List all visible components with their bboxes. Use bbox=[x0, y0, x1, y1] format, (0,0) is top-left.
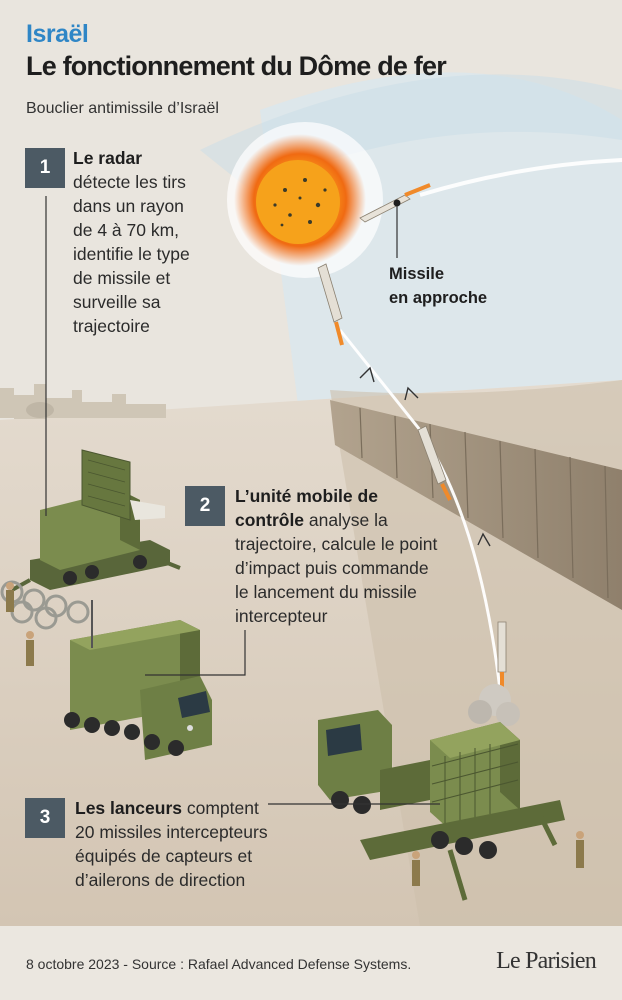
incoming-missile-label-line1: Missile bbox=[389, 265, 445, 283]
control-truck bbox=[64, 600, 212, 760]
interceptor-missile-upper bbox=[317, 263, 344, 346]
step-1-text: Le radar détecte les tirs dans un rayon … bbox=[73, 146, 203, 338]
trajectory-arrows bbox=[359, 366, 491, 547]
step-3-description: comptent 20 missiles intercepteurs équip… bbox=[75, 798, 268, 890]
incoming-missile-trail bbox=[419, 158, 622, 197]
step-3-title: Les lanceurs bbox=[75, 798, 182, 818]
le-parisien-logo[interactable]: Le Parisien bbox=[496, 948, 597, 974]
page-subtitle: Bouclier antimissile d’Israël bbox=[26, 100, 219, 117]
launcher-truck bbox=[318, 710, 565, 901]
interceptor-missile-launching bbox=[468, 621, 520, 726]
step-2-description: analyse la trajectoire, calcule le point… bbox=[235, 510, 438, 626]
footer bbox=[0, 926, 622, 1000]
interception-explosion bbox=[227, 122, 383, 278]
kicker: Israël bbox=[26, 20, 89, 48]
incoming-missile-label-line2: en approche bbox=[389, 289, 488, 307]
footer-date-source: 8 octobre 2023 - Source : Rafael Advance… bbox=[26, 956, 412, 972]
radar-unit bbox=[11, 449, 181, 592]
incoming-missile bbox=[359, 183, 431, 223]
step-1-description: détecte les tirs dans un rayon de 4 à 70… bbox=[73, 172, 190, 336]
step-3-text: Les lanceurs comptent 20 missiles interc… bbox=[75, 796, 275, 892]
control-leader-line bbox=[145, 630, 246, 676]
page-title: Le fonctionnement du Dôme de fer bbox=[26, 51, 447, 81]
interceptor-missile-middle bbox=[417, 425, 452, 501]
soldiers bbox=[6, 582, 584, 886]
step-1-title: Le radar bbox=[73, 148, 143, 168]
step-1-badge: 1 bbox=[25, 148, 65, 188]
step-3-badge: 3 bbox=[25, 798, 65, 838]
incoming-missile-label: Missile en approche bbox=[389, 262, 487, 310]
city-skyline bbox=[0, 384, 166, 419]
separation-wall bbox=[330, 400, 622, 610]
launcher-box bbox=[430, 722, 520, 830]
step-2-title: L’unité mobile de contrôle bbox=[235, 486, 378, 530]
step-2-text: L’unité mobile de contrôle analyse la tr… bbox=[235, 484, 440, 628]
step-2-badge: 2 bbox=[185, 486, 225, 526]
